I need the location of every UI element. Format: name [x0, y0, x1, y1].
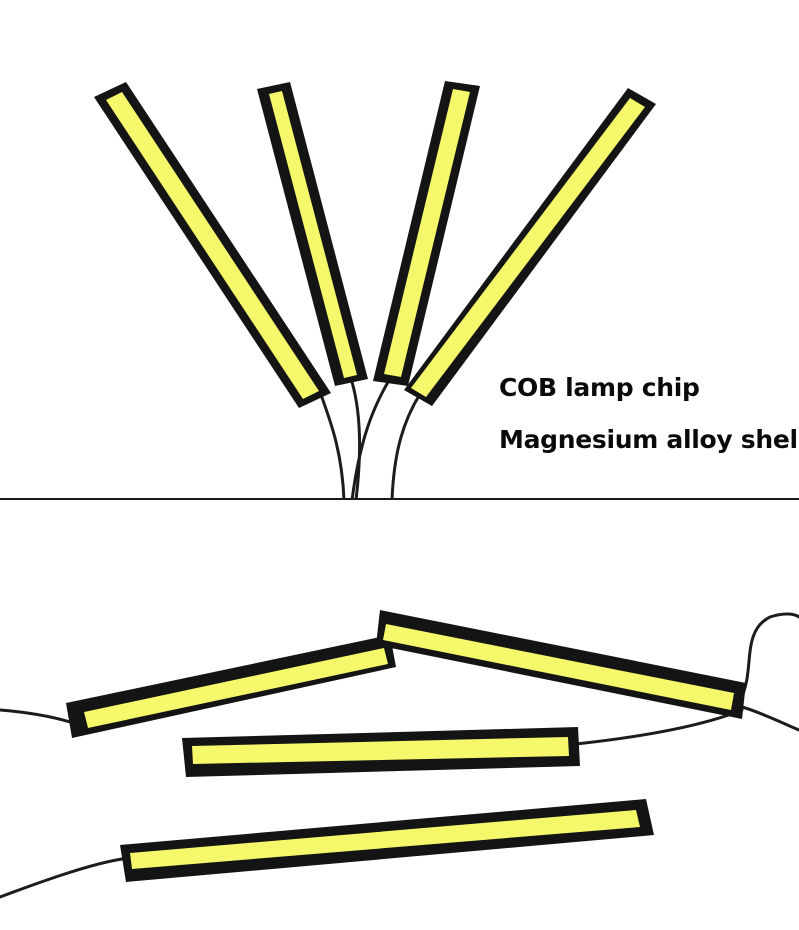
- panel-divider: [0, 498, 799, 500]
- fan-strips-panel: COB lamp chip Magnesium alloy shell: [94, 81, 799, 500]
- led-strip-a: [66, 635, 396, 738]
- led-strip-2: [257, 82, 368, 386]
- fan-strips-illustration: [94, 81, 656, 500]
- led-strip-d: [120, 799, 654, 882]
- wires-top: [318, 380, 422, 500]
- flat-strips-illustration: [0, 610, 799, 899]
- caption-magnesium-alloy-shell: Magnesium alloy shell: [499, 425, 799, 454]
- led-strip-4: [404, 88, 656, 406]
- led-strip-3: [373, 81, 480, 386]
- led-strip-b: [376, 610, 746, 719]
- caption-cob-lamp-chip: COB lamp chip: [499, 373, 700, 402]
- led-strip-1: [94, 82, 331, 408]
- led-strip-c: [182, 727, 580, 777]
- flat-strips-panel: [0, 502, 799, 930]
